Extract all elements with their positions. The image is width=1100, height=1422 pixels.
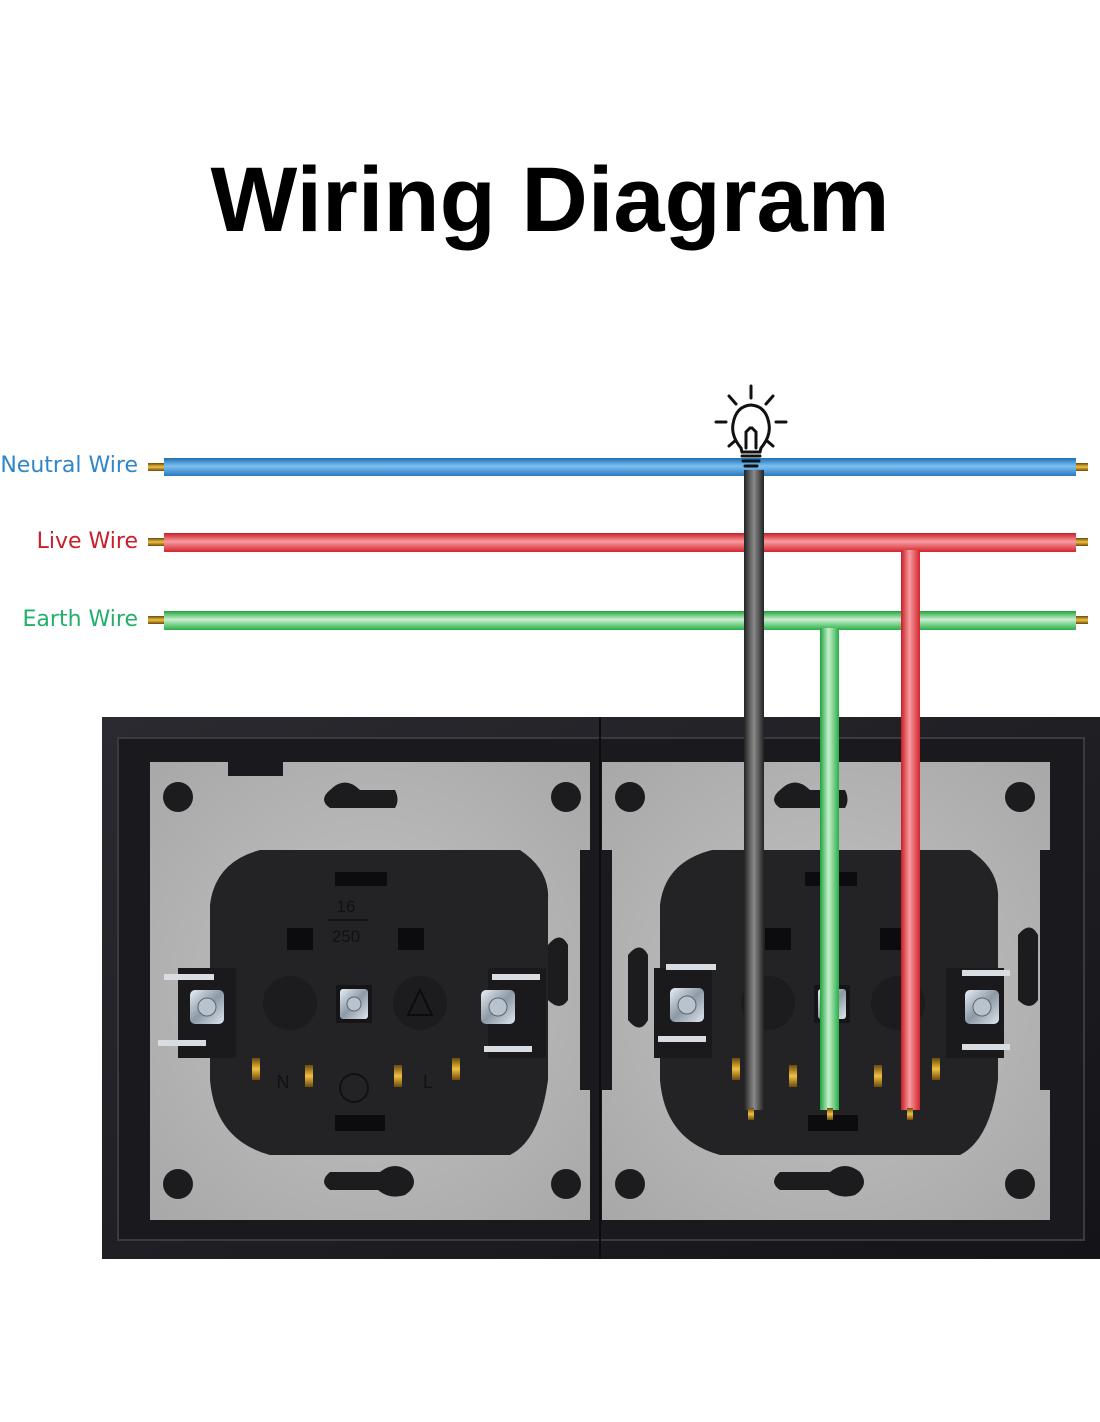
neutral-marking: N	[277, 1072, 290, 1092]
left-socket	[158, 850, 549, 1155]
live-wire	[148, 533, 1088, 552]
earth-wire-label: Earth Wire	[22, 607, 138, 632]
rating-current: 16	[337, 897, 356, 916]
live-marking: L	[423, 1072, 433, 1092]
neutral-wire	[148, 458, 1088, 476]
lamp-return-wire	[744, 470, 764, 1120]
light-bulb-icon	[714, 384, 788, 468]
neutral-wire-label: Neutral Wire	[0, 453, 138, 478]
live-drop-wire	[901, 550, 920, 1120]
page-title: Wiring Diagram	[210, 149, 890, 251]
earth-wire	[148, 611, 1088, 630]
earth-drop-wire	[820, 628, 839, 1120]
live-wire-label: Live Wire	[36, 529, 138, 554]
rating-voltage: 250	[332, 927, 360, 946]
